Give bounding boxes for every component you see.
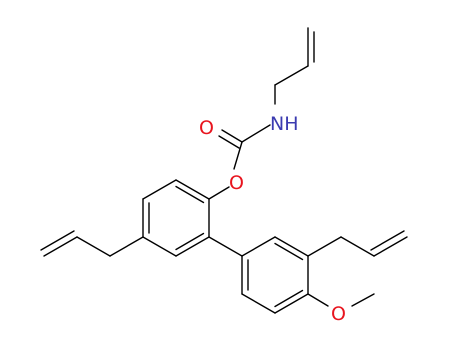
bond (274, 293, 309, 314)
biaryl-bond (208, 236, 243, 257)
ring-lower (241, 236, 309, 314)
ring-upper (142, 179, 210, 257)
bond (218, 135, 240, 149)
amine-label: NH (270, 113, 299, 135)
bond (274, 65, 309, 86)
carbamate-group (208, 124, 271, 200)
bond (340, 236, 375, 257)
bond (142, 236, 177, 257)
carbonyl-oxygen-label: O (199, 117, 214, 139)
double-bond-inner (274, 242, 304, 261)
bond (175, 179, 210, 200)
double-bond-inner (175, 185, 205, 204)
bond (274, 236, 309, 257)
bond (307, 236, 342, 257)
bond (373, 236, 408, 257)
bond (233, 141, 243, 170)
methoxy-group (307, 293, 375, 307)
bond (76, 236, 111, 257)
allyl-amine (274, 27, 315, 105)
bond (142, 179, 177, 200)
bond (241, 236, 276, 257)
bond (241, 293, 276, 314)
bond (208, 186, 230, 200)
double-bond-inner (274, 289, 304, 308)
methoxy-oxygen-label: O (331, 303, 346, 325)
bond (351, 293, 375, 307)
allyl-right (307, 230, 408, 257)
bond (43, 236, 78, 257)
double-bond-inner (175, 232, 205, 251)
double-bond-inner (40, 230, 75, 251)
bond (109, 236, 144, 257)
double-bond-inner (370, 230, 405, 251)
ester-oxygen-label: O (229, 172, 244, 194)
bond (175, 236, 210, 257)
bond (221, 129, 243, 143)
bond (307, 293, 329, 307)
allyl-left (40, 230, 144, 257)
bond (241, 124, 271, 143)
